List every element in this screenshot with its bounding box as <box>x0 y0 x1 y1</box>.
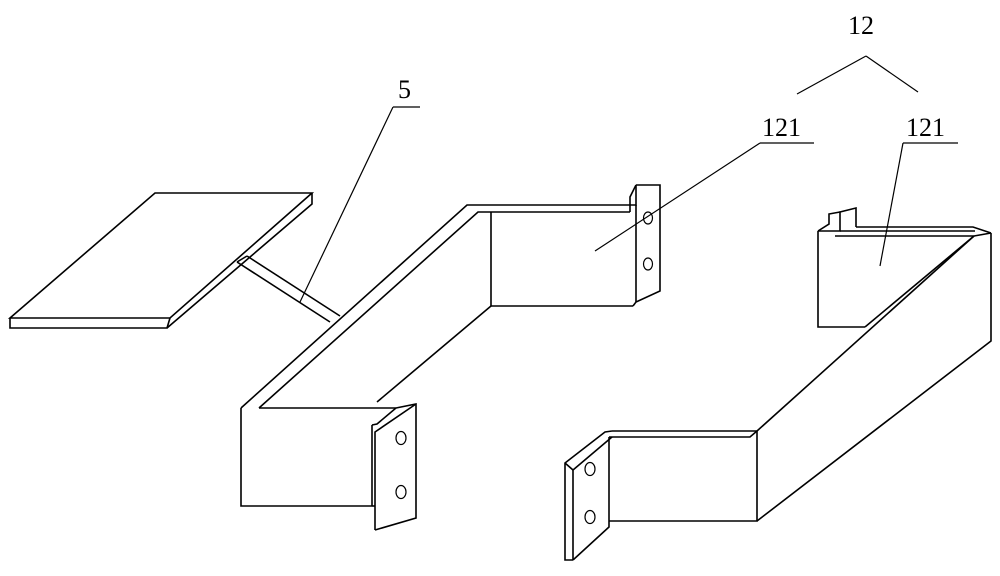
mounting-plate <box>7 192 315 329</box>
connecting-rod <box>236 255 341 323</box>
label-121-right: 121 <box>906 113 945 142</box>
right-u-frame <box>564 206 992 561</box>
label-12-group: 12 <box>796 11 919 95</box>
label-121-left-group: 121 <box>594 113 814 252</box>
label-121-right-group: 121 <box>879 113 958 267</box>
label-12: 12 <box>848 11 874 40</box>
label-121-left: 121 <box>762 113 801 142</box>
label-5-group: 5 <box>299 75 420 303</box>
label-5: 5 <box>398 75 411 104</box>
left-u-frame <box>240 184 661 531</box>
